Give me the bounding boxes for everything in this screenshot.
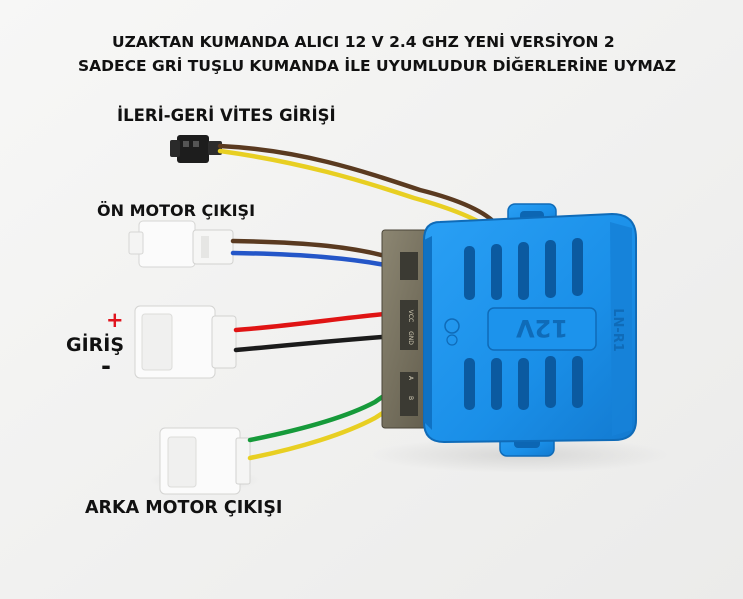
label-forward-reverse-input: İLERİ-GERİ VİTES GİRİŞİ xyxy=(117,106,336,125)
receiver-housing: 12V LN-R1 xyxy=(423,203,637,457)
vent-slot xyxy=(491,358,502,410)
pcb-label-a: A xyxy=(407,376,414,381)
ce-mark-icon xyxy=(444,318,460,334)
vent-slot xyxy=(545,356,556,408)
vent-slot xyxy=(545,240,556,298)
rear-motor-connector xyxy=(159,427,251,495)
vent-slot xyxy=(491,244,502,300)
fwd-rev-wires xyxy=(217,143,501,233)
power-input-connector xyxy=(134,305,237,379)
vent-slot xyxy=(464,246,475,300)
title-line-1: UZAKTAN KUMANDA ALICI 12 V 2.4 GHZ YENİ … xyxy=(112,33,615,51)
title-line-2: SADECE GRİ TUŞLU KUMANDA İLE UYUMLUDUR D… xyxy=(78,57,677,75)
label-rear-motor-output: ARKA MOTOR ÇIKIŞI xyxy=(85,498,283,518)
pcb-label-vcc: VCC xyxy=(407,310,414,322)
vent-slot xyxy=(518,358,529,410)
label-power-input: GİRİŞ xyxy=(66,334,125,356)
front-motor-connector xyxy=(128,220,234,268)
brand-marking: LN-R1 xyxy=(610,308,625,352)
voltage-marking: 12V xyxy=(516,314,568,342)
vent-slot xyxy=(518,242,529,300)
pcb-label-b: B xyxy=(407,396,414,400)
ce-mark-icon xyxy=(446,334,458,346)
pcb-label-gnd: GND xyxy=(407,331,414,345)
vent-slot xyxy=(572,238,583,296)
label-minus-sign: - xyxy=(101,352,111,380)
label-plus-sign: + xyxy=(106,308,124,332)
label-front-motor-output: ÖN MOTOR ÇIKIŞI xyxy=(97,201,256,220)
vent-slot xyxy=(572,356,583,408)
vent-slot xyxy=(464,358,475,410)
